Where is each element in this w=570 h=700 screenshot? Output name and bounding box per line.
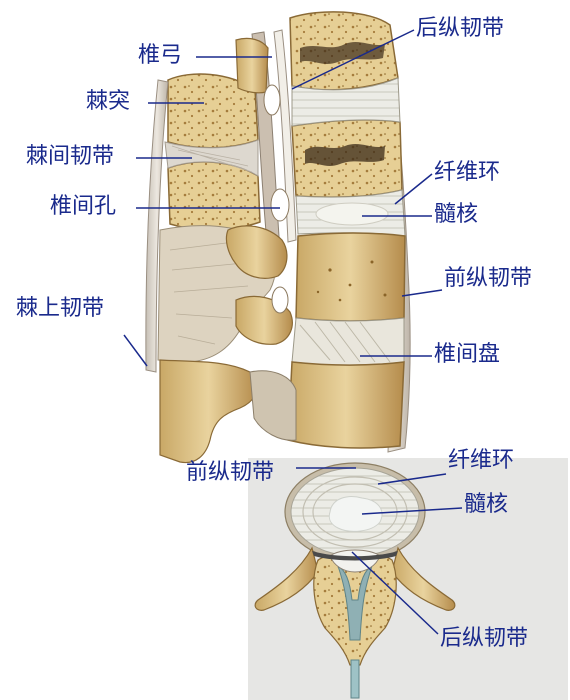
label-interspinous-ligament: 棘间韧带 — [26, 144, 115, 169]
label-annulus-fibrosus-top: 纤维环 — [434, 160, 501, 185]
label-posterior-longitudinal-ligament-top: 后纵韧带 — [416, 16, 505, 41]
label-nucleus-pulposus-top: 髓核 — [434, 202, 479, 227]
leader-line-qianzong-top — [401, 289, 443, 297]
label-supraspinous-ligament: 棘上韧带 — [16, 296, 105, 321]
label-anterior-longitudinal-ligament-top: 前纵韧带 — [444, 266, 533, 291]
sagittal-spine-view — [145, 11, 411, 464]
cross-section-view — [248, 458, 568, 700]
leader-line-suihe-bottom — [361, 507, 463, 515]
label-posterior-longitudinal-ligament-bottom: 后纵韧带 — [440, 626, 529, 651]
leader-lines — [123, 29, 463, 635]
leader-line-houzong-top — [291, 29, 415, 90]
label-vertebral-arch: 椎弓 — [138, 43, 183, 68]
label-nucleus-pulposus-bottom: 髓核 — [464, 492, 509, 517]
leader-line-xianweihuan-top — [394, 173, 433, 205]
leader-line-houzong-bottom — [351, 551, 439, 635]
label-spinous-process: 棘突 — [86, 89, 131, 114]
label-intervertebral-disc: 椎间盘 — [434, 342, 501, 367]
leader-line-jishangrendai — [123, 334, 148, 367]
label-annulus-fibrosus-bottom: 纤维环 — [448, 448, 515, 473]
leader-line-xianweihuan-bottom — [377, 473, 447, 485]
label-intervertebral-foramen: 椎间孔 — [50, 194, 117, 219]
label-anterior-longitudinal-ligament-bottom: 前纵韧带 — [186, 460, 275, 485]
